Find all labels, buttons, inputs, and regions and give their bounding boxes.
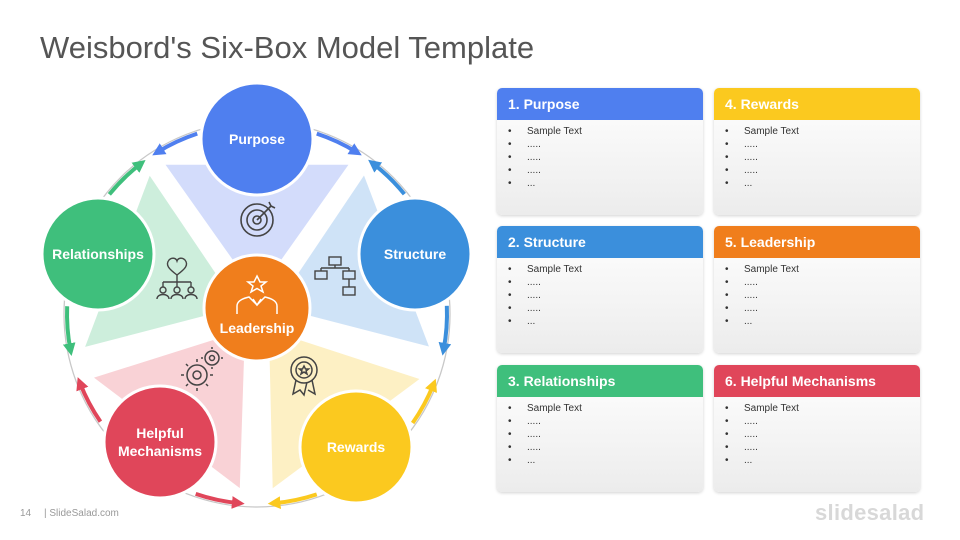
card-list-item: ..... (508, 428, 703, 441)
cycle-arrow (267, 492, 318, 510)
card-list: Sample Text.................. (497, 402, 703, 467)
card-title: 4. Rewards (714, 88, 920, 120)
cycle-arrow (410, 378, 437, 425)
node-circle (199, 81, 315, 197)
node-relationships[interactable]: Relationships (40, 196, 156, 312)
card-4: 5. LeadershipSample Text................… (714, 226, 920, 353)
card-5: 3. RelationshipsSample Text.............… (497, 365, 703, 492)
card-list-item: ... (725, 315, 920, 328)
cycle-arrow (316, 131, 362, 156)
cycle-arrow (438, 305, 452, 356)
node-structure[interactable]: Structure (357, 196, 473, 312)
cycle-arrow (195, 491, 245, 509)
card-list-item: ..... (725, 302, 920, 315)
award-badge-icon (290, 356, 318, 397)
card-list: Sample Text.................. (714, 125, 920, 190)
card-list-item: ..... (508, 151, 703, 164)
card-list: Sample Text.................. (497, 263, 703, 328)
node-label: Mechanisms (118, 443, 202, 459)
card-list-item: ..... (508, 302, 703, 315)
node-circle (298, 389, 414, 505)
node-circle (357, 196, 473, 312)
cycle-arrow (107, 159, 146, 196)
card-6: 6. Helpful MechanismsSample Text........… (714, 365, 920, 492)
team-network-icon (156, 257, 198, 300)
cycle-arrow (76, 377, 103, 423)
card-list-item: ..... (725, 276, 920, 289)
cycle-arrow (152, 131, 198, 156)
node-label: Structure (384, 246, 446, 262)
node-label: Helpful (136, 425, 183, 441)
card-list-item: ..... (725, 441, 920, 454)
card-list-item: ..... (508, 441, 703, 454)
page-title: Weisbord's Six-Box Model Template (40, 30, 535, 65)
leadership-center-circle[interactable] (202, 253, 312, 363)
card-list-item: ... (508, 177, 703, 190)
node-label: Rewards (327, 439, 386, 455)
card-3: 2. StructureSample Text.................… (497, 226, 703, 353)
brand-logo: slidesalad (815, 500, 925, 525)
card-list-item: Sample Text (508, 263, 703, 276)
card-list-item: ..... (725, 164, 920, 177)
card-list-item: ..... (725, 151, 920, 164)
card-list-item: Sample Text (508, 402, 703, 415)
target-icon (240, 201, 276, 237)
card-title: 3. Relationships (497, 365, 703, 397)
card-list-item: ..... (725, 415, 920, 428)
card-2: 4. RewardsSample Text.................. (714, 88, 920, 215)
card-1: 1. PurposeSample Text.................. (497, 88, 703, 215)
card-list-item: ..... (725, 289, 920, 302)
cycle-arrow (62, 306, 76, 357)
page-number: 14 (20, 508, 32, 519)
center-label: Leadership (220, 320, 295, 336)
node-rewards[interactable]: Rewards (298, 389, 414, 505)
card-list-item: Sample Text (508, 125, 703, 138)
card-list-item: Sample Text (725, 125, 920, 138)
card-list-item: ..... (508, 164, 703, 177)
card-list-item: ... (725, 177, 920, 190)
gears-icon (181, 347, 223, 391)
cycle-arrow (368, 159, 406, 196)
card-title: 1. Purpose (497, 88, 703, 120)
card-list-item: ..... (508, 276, 703, 289)
card-list: Sample Text.................. (714, 402, 920, 467)
card-list-item: ..... (508, 138, 703, 151)
card-list-item: Sample Text (725, 263, 920, 276)
node-circle (102, 384, 218, 500)
card-list-item: ... (725, 454, 920, 467)
card-list: Sample Text.................. (714, 263, 920, 328)
card-title: 6. Helpful Mechanisms (714, 365, 920, 397)
flowchart-icon (314, 256, 356, 296)
footer-site: | SlideSalad.com (44, 508, 119, 519)
card-list-item: ... (508, 454, 703, 467)
node-circle (40, 196, 156, 312)
card-title: 2. Structure (497, 226, 703, 258)
card-title: 5. Leadership (714, 226, 920, 258)
card-list: Sample Text.................. (497, 125, 703, 190)
card-list-item: Sample Text (725, 402, 920, 415)
card-list-item: ..... (508, 289, 703, 302)
node-label: Purpose (229, 131, 285, 147)
card-list-item: ..... (725, 428, 920, 441)
card-list-item: ..... (725, 138, 920, 151)
leader-star-icon (236, 274, 278, 314)
node-label: Relationships (52, 246, 144, 262)
node-purpose[interactable]: Purpose (199, 81, 315, 197)
card-list-item: ... (508, 315, 703, 328)
card-list-item: ..... (508, 415, 703, 428)
